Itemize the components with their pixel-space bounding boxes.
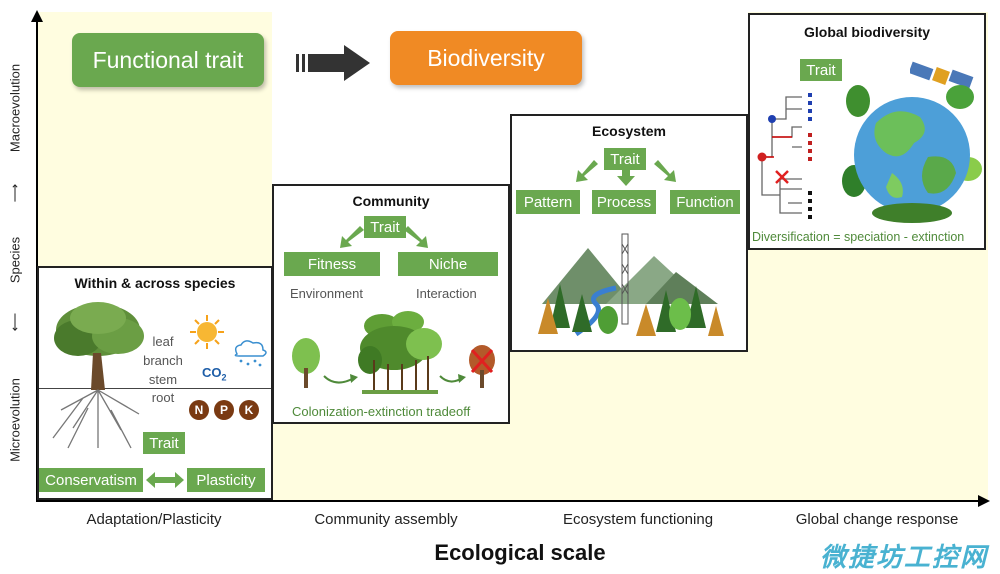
- branch-arrows-icon: [340, 226, 428, 248]
- trait-box: Trait: [364, 216, 406, 238]
- x-axis: [36, 500, 980, 502]
- rain-cloud-icon: [234, 340, 267, 367]
- panel-global-biodiversity: Global biodiversity Trait Diversificatio…: [748, 13, 986, 250]
- panel-title: Within & across species: [74, 275, 236, 291]
- plasticity-box: Plasticity: [187, 468, 265, 492]
- trait-box: Trait: [143, 432, 185, 454]
- organ-leaf: leaf: [152, 334, 174, 349]
- panel-title: Global biodiversity: [803, 24, 931, 40]
- pattern-box: Pattern: [516, 190, 580, 214]
- fitness-box: Fitness: [284, 252, 380, 276]
- functional-trait-box: Functional trait: [72, 33, 264, 87]
- earth-globe-icon: [842, 85, 982, 223]
- organ-stem: stem: [148, 372, 178, 387]
- ecosystem-landscape-icon: [538, 233, 724, 337]
- y-axis: [36, 18, 38, 502]
- trait-box: Trait: [604, 148, 646, 170]
- co2-label: CO2: [202, 365, 227, 383]
- y-arrow-down: ⟵: [7, 312, 22, 332]
- x-axis-arrow: [978, 495, 990, 507]
- organ-branch: branch: [143, 353, 183, 368]
- x-label-community: Community assembly: [314, 511, 458, 528]
- conservatism-box: Conservatism: [39, 468, 143, 492]
- nutrient-n: N: [189, 400, 209, 420]
- triple-arrow-icon: [576, 160, 676, 186]
- x-label-global: Global change response: [795, 511, 959, 528]
- nutrient-p: P: [214, 400, 234, 420]
- interaction-label: Interaction: [416, 286, 477, 301]
- satellite-icon: [910, 61, 974, 89]
- x-label-ecosystem: Ecosystem functioning: [562, 511, 714, 528]
- tree-icon: [52, 302, 144, 449]
- panel-title: Community: [352, 193, 430, 209]
- right-arrow-icon: [296, 45, 370, 81]
- x-label-adaptation: Adaptation/Plasticity: [86, 511, 222, 528]
- forest-community-icon: [292, 311, 495, 394]
- y-label-species: Species: [7, 236, 23, 284]
- y-label-micro: Microevolution: [7, 378, 23, 462]
- y-axis-arrow: [31, 10, 43, 22]
- environment-label: Environment: [290, 286, 363, 301]
- panel-community: Community Trait Fitness Niche Environmen…: [272, 184, 510, 424]
- ground-line: [39, 388, 271, 389]
- nutrient-k: K: [239, 400, 259, 420]
- tradeoff-caption: Colonization-extinction tradeoff: [292, 404, 471, 419]
- panel-within-species: Within & across species leaf branch stem…: [37, 266, 273, 500]
- diversification-caption: Diversification = speciation - extinctio…: [752, 230, 965, 244]
- panel-title: Ecosystem: [592, 123, 666, 139]
- y-arrow-up: ⟶: [7, 183, 22, 203]
- process-box: Process: [592, 190, 656, 214]
- biodiversity-box: Biodiversity: [390, 31, 582, 85]
- panel-ecosystem: Ecosystem Trait Pattern Process Function: [510, 114, 748, 352]
- sun-icon: [190, 315, 224, 349]
- organ-root: root: [151, 390, 175, 405]
- phylogeny-tree-icon: [757, 93, 812, 219]
- niche-box: Niche: [398, 252, 498, 276]
- double-arrow-icon: [146, 472, 184, 488]
- trait-box: Trait: [800, 59, 842, 81]
- x-axis-title: Ecological scale: [434, 540, 606, 565]
- watermark-text: 微捷坊工控网: [820, 542, 989, 572]
- function-box: Function: [670, 190, 740, 214]
- y-label-macro: Macroevolution: [7, 63, 23, 153]
